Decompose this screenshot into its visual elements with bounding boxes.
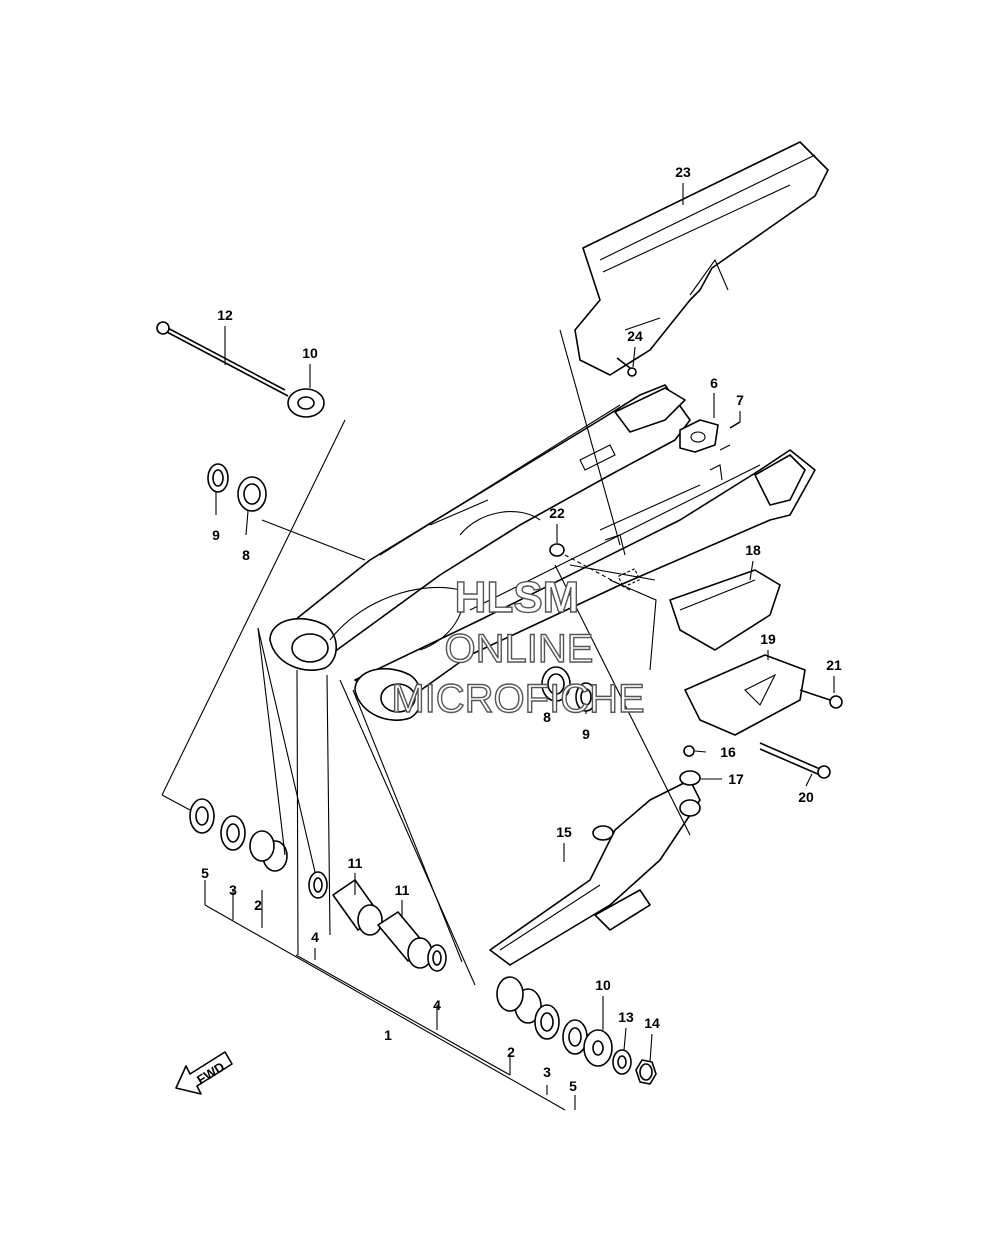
chain-guide[interactable]: [489, 779, 701, 966]
callout-13: 13: [618, 1009, 634, 1025]
spacer-4-left[interactable]: [308, 871, 328, 899]
callout-12: 12: [217, 307, 233, 323]
bolt-16[interactable]: [683, 745, 695, 757]
bolt-21[interactable]: [799, 689, 843, 709]
callout-10-bottom: 10: [595, 977, 611, 993]
chain-buffer-19[interactable]: [684, 654, 806, 736]
callout-16: 16: [720, 744, 736, 760]
collar-11-b[interactable]: [377, 911, 433, 969]
seal-9-left[interactable]: [207, 463, 229, 493]
label-leaders: [215, 183, 835, 1063]
callout-6: 6: [710, 375, 718, 391]
seal-5-left[interactable]: [189, 798, 215, 834]
washer-10-bottom[interactable]: [583, 1029, 613, 1067]
callout-23: 23: [675, 164, 691, 180]
bolt-20[interactable]: [759, 742, 831, 779]
callout-4-right: 4: [433, 997, 441, 1013]
chain-case[interactable]: [574, 141, 829, 376]
callout-24: 24: [627, 328, 643, 344]
callout-10-top: 10: [302, 345, 318, 361]
callout-9-right: 9: [582, 726, 590, 742]
callout-18: 18: [745, 542, 761, 558]
bolt-24[interactable]: [616, 357, 637, 377]
spacer-4-right[interactable]: [427, 944, 447, 972]
adjuster-plate-6[interactable]: [679, 419, 719, 453]
callout-2-left: 2: [254, 897, 262, 913]
callout-19: 19: [760, 631, 776, 647]
dashed-link: [564, 554, 631, 591]
callout-3-right: 3: [543, 1064, 551, 1080]
callout-9-left: 9: [212, 527, 220, 543]
watermark-line1: HLSM: [455, 573, 580, 622]
callout-5-right: 5: [569, 1078, 577, 1094]
callout-7: 7: [736, 392, 744, 408]
callout-3-left: 3: [229, 882, 237, 898]
seal-5-right[interactable]: [562, 1019, 588, 1055]
washer-13[interactable]: [612, 1049, 632, 1075]
fwd-arrow-icon: FWD: [175, 1051, 233, 1095]
bearing-8-right[interactable]: [541, 666, 571, 702]
washer-17[interactable]: [679, 770, 701, 786]
callout-8-left: 8: [242, 547, 250, 563]
callout-5-left: 5: [201, 865, 209, 881]
seal-3-left[interactable]: [220, 815, 246, 851]
callout-20: 20: [798, 789, 814, 805]
chain-buffer-18[interactable]: [669, 569, 781, 651]
watermark-line3: MICROFICHE: [391, 677, 644, 721]
screw-7[interactable]: [729, 421, 741, 429]
callout-1: 1: [384, 1027, 392, 1043]
leader-lines: [161, 329, 731, 1111]
callout-11-b: 11: [395, 882, 410, 898]
nut-14[interactable]: [635, 1059, 657, 1085]
callout-8-right: 8: [543, 709, 551, 725]
washer-10-top[interactable]: [287, 388, 325, 418]
bearing-2-left[interactable]: [249, 830, 288, 872]
seal-3-right[interactable]: [534, 1004, 560, 1040]
callout-14: 14: [644, 1015, 660, 1031]
callout-15: 15: [556, 824, 572, 840]
callout-11-a: 11: [348, 855, 363, 871]
collar-11-a[interactable]: [332, 879, 383, 936]
swingarm[interactable]: [269, 384, 816, 721]
callout-4-left: 4: [311, 929, 319, 945]
callout-21: 21: [826, 657, 842, 673]
bearing-2-right[interactable]: [496, 976, 542, 1024]
callout-17: 17: [728, 771, 744, 787]
watermark: HLSM ONLINE MICROFICHE: [391, 572, 646, 721]
nut-22[interactable]: [549, 543, 565, 557]
callout-22: 22: [549, 505, 565, 521]
pivot-bolt[interactable]: [156, 321, 289, 397]
callout-labels: 1 2 2 3 3 4 4 5 5 6 7 8 8 9 9 10 10 11 1…: [201, 164, 842, 1094]
callout-2-right: 2: [507, 1044, 515, 1060]
bearing-8-left[interactable]: [237, 476, 267, 512]
watermark-line2: ONLINE: [445, 627, 594, 671]
